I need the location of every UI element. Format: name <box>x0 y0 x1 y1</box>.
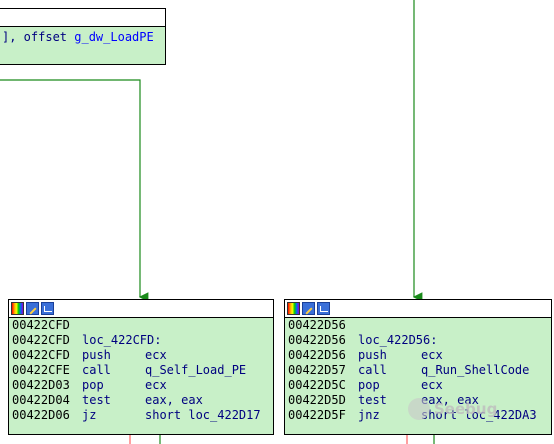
code-line[interactable]: 00422D5F jnz short loc_422DA3 <box>285 408 551 423</box>
code-line[interactable]: 00422D56 <box>285 318 551 333</box>
instruction-operand[interactable]: ecx <box>421 348 443 362</box>
line-address: 00422CFD <box>12 318 70 332</box>
code-block-top[interactable]: ], offset g_dw_LoadPE <box>0 8 166 65</box>
code-line[interactable]: 00422CFE call q_Self_Load_PE <box>9 363 273 378</box>
code-line[interactable]: 00422CFD push ecx <box>9 348 273 363</box>
instruction-mnemonic: test <box>358 393 387 407</box>
graph-icon[interactable] <box>317 302 330 315</box>
instruction-mnemonic: push <box>358 348 387 362</box>
seebug-watermark: Seebug <box>408 392 528 426</box>
code-line[interactable]: 00422D56 push ecx <box>285 348 551 363</box>
operand-prefix: ], offset <box>2 30 75 44</box>
instruction-mnemonic: pop <box>358 378 380 392</box>
instruction-operand[interactable]: ecx <box>145 348 167 362</box>
block-titlebar <box>9 300 273 318</box>
graph-icon[interactable] <box>41 302 54 315</box>
code-line[interactable]: 00422D03 pop ecx <box>9 378 273 393</box>
line-address: 00422CFD <box>12 348 70 362</box>
line-address: 00422D03 <box>12 378 70 392</box>
instruction-operand[interactable]: ecx <box>145 378 167 392</box>
instruction-mnemonic: call <box>358 363 387 377</box>
line-address: 00422D5D <box>288 393 346 407</box>
code-line[interactable]: 00422D56 loc_422D56: <box>285 333 551 348</box>
line-address: 00422D56 <box>288 348 346 362</box>
code-label[interactable]: loc_422CFD: <box>82 333 162 347</box>
line-address: 00422D57 <box>288 363 346 377</box>
instruction-mnemonic: jnz <box>358 408 380 422</box>
line-address: 00422D5F <box>288 408 346 422</box>
instruction-operand[interactable]: eax, eax <box>145 393 203 407</box>
code-line[interactable]: ], offset g_dw_LoadPE <box>0 27 165 47</box>
color-palette-icon[interactable] <box>11 302 24 315</box>
instruction-mnemonic: jz <box>82 408 97 422</box>
code-line[interactable]: 00422CFD loc_422CFD: <box>9 333 273 348</box>
block-titlebar <box>285 300 551 318</box>
instruction-operand[interactable]: q_Run_ShellCode <box>421 363 530 377</box>
code-line[interactable]: 00422D57 call q_Run_ShellCode <box>285 363 551 378</box>
line-address: 00422CFD <box>12 333 70 347</box>
block-titlebar <box>0 9 165 27</box>
instruction-operand[interactable]: short loc_422D17 <box>145 408 261 422</box>
color-palette-icon[interactable] <box>287 302 300 315</box>
instruction-mnemonic: test <box>82 393 111 407</box>
line-address: 00422D56 <box>288 333 346 347</box>
line-address: 00422D5C <box>288 378 346 392</box>
code-line[interactable]: 00422D06 jz short loc_422D17 <box>9 408 273 423</box>
line-address: 00422D06 <box>12 408 70 422</box>
instruction-mnemonic: call <box>82 363 111 377</box>
watermark-text: Seebug <box>434 400 498 418</box>
instruction-operand[interactable]: short loc_422DA3 <box>421 408 537 422</box>
code-line[interactable]: 00422CFD <box>9 318 273 333</box>
edge-to-left-block <box>0 79 149 302</box>
rename-icon[interactable] <box>302 302 315 315</box>
line-address: 00422CFE <box>12 363 70 377</box>
instruction-mnemonic: push <box>82 348 111 362</box>
instruction-operand[interactable]: ecx <box>421 378 443 392</box>
operand-symbol[interactable]: g_dw_LoadPE <box>74 30 154 44</box>
watermark-logo-icon <box>408 398 430 420</box>
line-address: 00422D56 <box>288 318 346 332</box>
rename-icon[interactable] <box>26 302 39 315</box>
code-line[interactable]: 00422D04 test eax, eax <box>9 393 273 408</box>
line-address: 00422D04 <box>12 393 70 407</box>
code-line[interactable]: 00422D5C pop ecx <box>285 378 551 393</box>
instruction-operand[interactable]: q_Self_Load_PE <box>145 363 247 377</box>
code-label[interactable]: loc_422D56: <box>358 333 438 347</box>
instruction-mnemonic: pop <box>82 378 104 392</box>
